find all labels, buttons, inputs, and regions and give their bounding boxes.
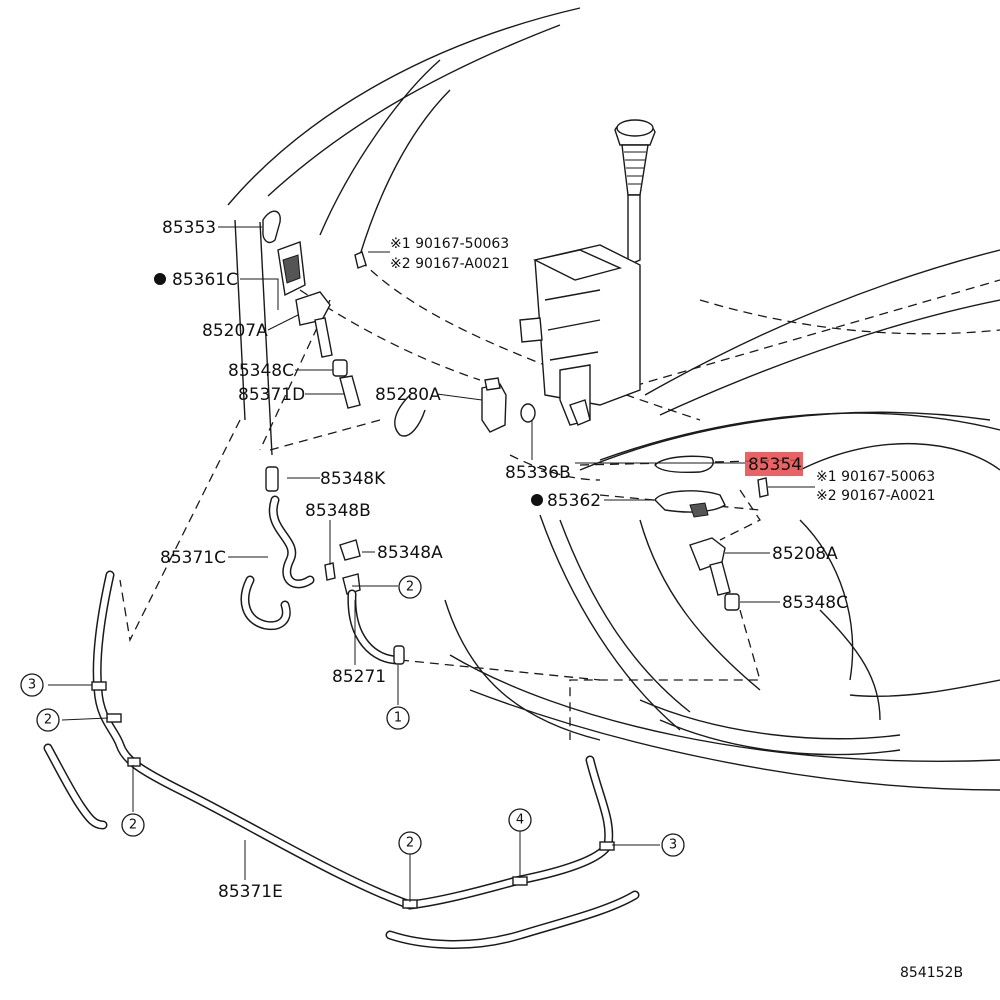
label-85361c: 85361C [172, 270, 238, 290]
nozzle-85208a [689, 537, 726, 571]
label-85207a: 85207A [202, 321, 268, 341]
callout-3a: 3 [28, 678, 36, 693]
callout-4: 4 [516, 813, 524, 828]
callout-1: 1 [394, 711, 402, 726]
callout-numbers: 2 1 3 2 2 2 4 3 [20, 575, 685, 857]
callout-2d: 2 [406, 836, 414, 851]
callout-2c: 2 [129, 818, 137, 833]
drawing-code: 854152B [900, 965, 963, 981]
label-85348c-right: 85348C [782, 593, 848, 613]
label-85371e: 85371E [218, 882, 283, 902]
callout-2b: 2 [44, 713, 52, 728]
label-85348a: 85348A [377, 543, 443, 563]
dot-85361c [154, 273, 166, 285]
bolt-ref-right-1: ※1 90167-50063 [816, 469, 935, 485]
label-85208a: 85208A [772, 544, 838, 564]
label-85348k: 85348K [320, 469, 386, 489]
label-85280a: 85280A [375, 385, 441, 405]
holder-85362 [654, 490, 726, 513]
bolt-reference-labels: ※1 90167-50063 ※2 90167-A0021 ※1 90167-5… [390, 236, 936, 504]
left-headlamp-washer-parts [240, 210, 536, 665]
main-hose-85371e [43, 570, 640, 949]
pump-85280a [481, 383, 507, 433]
cover-85354 [654, 455, 714, 474]
part-number-labels: 85353 85361C 85207A 85348C 85371D 85280A… [154, 218, 848, 902]
dot-85362 [531, 494, 543, 506]
cover-85353 [262, 210, 281, 244]
leader-lines [48, 226, 815, 902]
bolt-ref-right-2: ※2 90167-A0021 [816, 488, 936, 504]
callout-2a: 2 [406, 580, 414, 595]
location-dashed-lines [119, 259, 1000, 740]
vehicle-body-outline [227, 7, 1000, 791]
label-85354: 85354 [748, 455, 802, 475]
bolt-ref-left-2: ※2 90167-A0021 [390, 256, 510, 272]
label-85371c: 85371C [160, 548, 226, 568]
label-85348c-left: 85348C [228, 361, 294, 381]
highlight-85354 [745, 452, 803, 476]
label-85336b: 85336B [505, 463, 571, 483]
label-85353: 85353 [162, 218, 216, 238]
label-85362: 85362 [547, 491, 601, 511]
label-85348b: 85348B [305, 501, 371, 521]
callout-3b: 3 [669, 838, 677, 853]
nozzle-85207a [295, 291, 331, 326]
label-85371d: 85371D [238, 385, 305, 405]
bolt-ref-left-1: ※1 90167-50063 [390, 236, 509, 252]
washer-tank-assembly [519, 119, 656, 426]
right-headlamp-washer-parts [654, 455, 769, 611]
label-85271: 85271 [332, 667, 386, 687]
